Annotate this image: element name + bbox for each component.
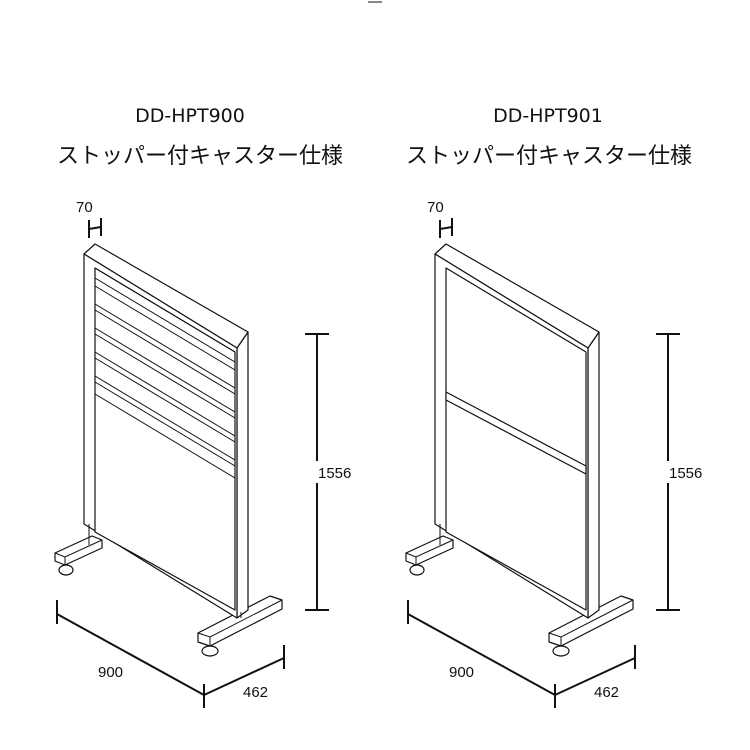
model-title: DD-HPT901 bbox=[493, 105, 603, 127]
spec-label: ストッパー付キャスター仕様 bbox=[57, 144, 343, 169]
caster bbox=[552, 645, 570, 657]
caster bbox=[201, 645, 219, 657]
height-dimension: 1556 bbox=[656, 333, 711, 611]
caster bbox=[58, 564, 74, 576]
depth-label: 462 bbox=[243, 684, 268, 701]
right-foot bbox=[548, 595, 634, 657]
width-label: 900 bbox=[449, 664, 474, 681]
thickness-line bbox=[439, 226, 453, 230]
height-dimension: 1556 bbox=[305, 333, 360, 611]
left-foot bbox=[54, 535, 103, 576]
product-left: DD-HPT900 ストッパー付キャスター仕様 70 bbox=[54, 105, 360, 708]
middle-rail bbox=[445, 391, 587, 475]
height-label: 1556 bbox=[669, 465, 702, 482]
footprint-dimension: 900 462 bbox=[407, 600, 636, 708]
spec-label: ストッパー付キャスター仕様 bbox=[406, 144, 692, 169]
panel-frame bbox=[434, 243, 600, 619]
left-foot bbox=[405, 535, 454, 576]
height-label: 1556 bbox=[318, 465, 351, 482]
model-title: DD-HPT900 bbox=[135, 105, 245, 127]
width-label: 900 bbox=[98, 664, 123, 681]
product-right: DD-HPT901 ストッパー付キャスター仕様 70 bbox=[405, 105, 711, 708]
caster bbox=[409, 564, 425, 576]
thickness-line bbox=[88, 226, 102, 230]
panel-frame bbox=[83, 243, 249, 619]
right-foot bbox=[197, 595, 283, 657]
thickness-label: 70 bbox=[427, 199, 444, 216]
depth-label: 462 bbox=[594, 684, 619, 701]
thickness-label: 70 bbox=[76, 199, 93, 216]
footprint-dimension: 900 462 bbox=[56, 600, 285, 708]
